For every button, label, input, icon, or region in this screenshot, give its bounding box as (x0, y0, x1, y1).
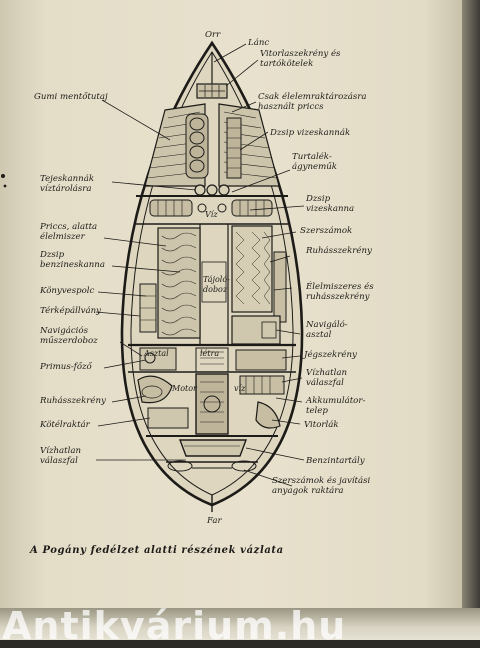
label-icebox: Jégszekrény (304, 350, 357, 360)
label-bulkhead-right: Vízhatlan válaszfal (306, 368, 348, 388)
label-battery: Akkumulátor- telep (306, 396, 366, 416)
book-edge (462, 0, 480, 640)
label-nav-table: Navigáló- asztal (306, 320, 348, 340)
label-bunk-food: Priccs, alatta élelmiszer (40, 222, 98, 242)
label-spare-bedding: Turtalék- ágyneműk (292, 152, 337, 172)
book-page: Orr Far Lánc Vitorlaszekrény és tartóköt… (0, 0, 462, 628)
figure-caption: A Pogány fedélzet alatti részének vázlat… (30, 545, 284, 556)
label-water: Víz (205, 210, 218, 219)
label-compass-box: Tájoló- doboz (203, 275, 230, 294)
label-milk-cans: Tejeskannák víztárolásra (40, 174, 95, 194)
label-water-aft: víz (234, 384, 246, 393)
label-tool-store: Szerszámok és javítási anyagok raktára (272, 476, 371, 496)
bottom-band (0, 608, 480, 640)
label-table: Asztal (144, 349, 169, 358)
boat-diagram (1, 40, 305, 512)
label-sails: Vitorlák (304, 420, 339, 430)
label-jeep-water-cans: Dzsip vizeskannák (270, 128, 351, 138)
label-bookshelf: Könyvespolc (40, 286, 95, 296)
label-chart-rack: Térképállvány (40, 306, 102, 316)
stern-label: Far (207, 516, 222, 526)
bow-label: Orr (205, 30, 221, 40)
label-fuel-tank: Benzintartály (306, 456, 365, 466)
label-motor: Motor (172, 384, 197, 393)
label-chain: Lánc (248, 38, 270, 48)
label-life-raft: Gumi mentőtutaj (34, 92, 108, 102)
label-jeep-water-can: Dzsip vizeskanna (306, 194, 355, 214)
label-food-bunk: Csak élelemraktározásra használt priccs (258, 92, 367, 112)
label-food-wardrobe: Élelmiszeres és ruhásszekrény (306, 282, 374, 302)
watermark: Antikvárium.hu (2, 604, 347, 648)
label-nav-instruments: Navigációs műszerdoboz (40, 326, 98, 346)
label-wardrobe-right: Ruhásszekrény (306, 246, 372, 256)
label-rope-locker: Kötélraktár (40, 420, 90, 430)
label-tools: Szerszámok (300, 226, 353, 236)
label-bulkhead-left: Vízhatlan válaszfal (40, 446, 82, 466)
label-sail-locker: Vitorlaszekrény és tartókötelek (260, 49, 341, 69)
label-primus-stove: Primus-főző (40, 362, 92, 372)
label-ladder: létra (200, 349, 220, 358)
label-wardrobe-left: Ruhásszekrény (40, 396, 106, 406)
label-jeep-fuel-can: Dzsip benzineskanna (40, 250, 105, 270)
